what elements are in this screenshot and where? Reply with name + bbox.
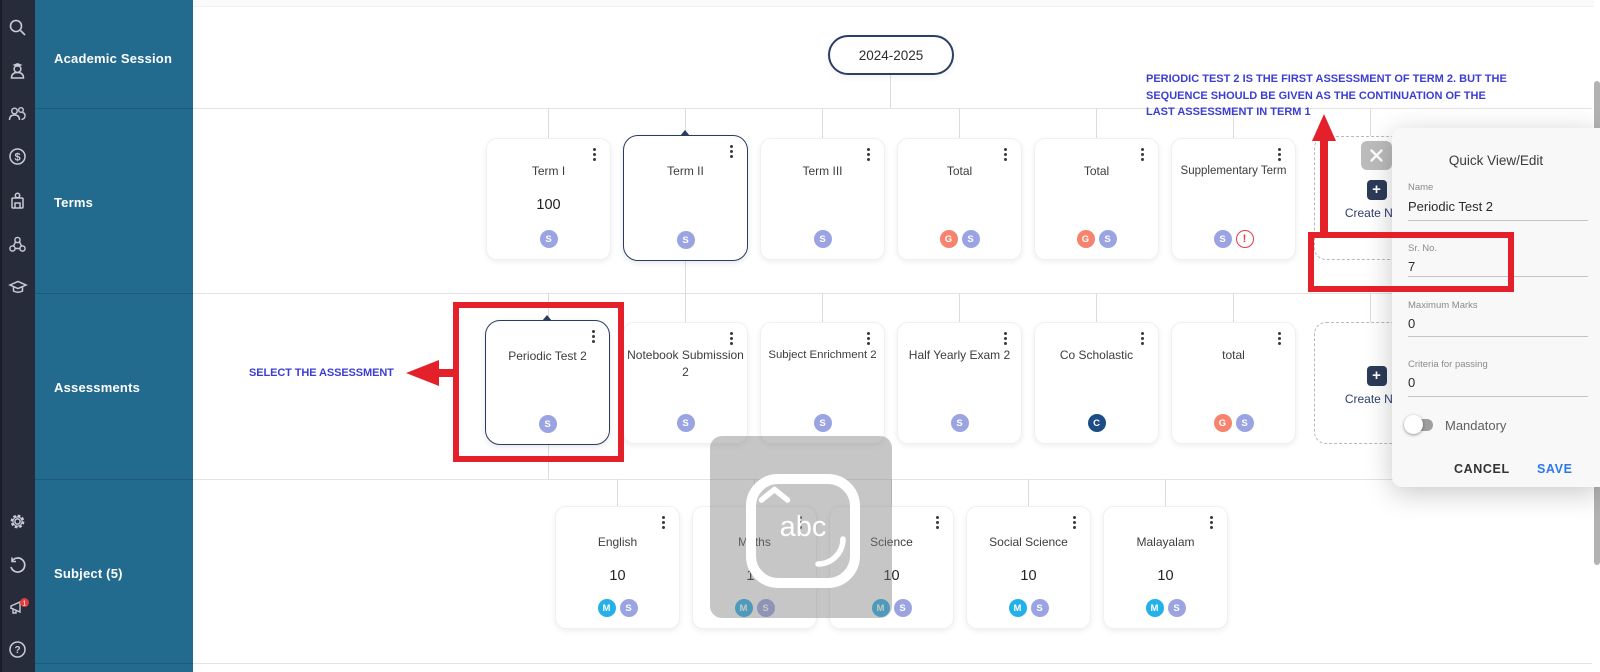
- svg-text:1: 1: [23, 601, 27, 608]
- svg-text:?: ?: [14, 645, 20, 656]
- svg-text:$: $: [14, 152, 20, 164]
- svg-text:abc: abc: [780, 511, 827, 543]
